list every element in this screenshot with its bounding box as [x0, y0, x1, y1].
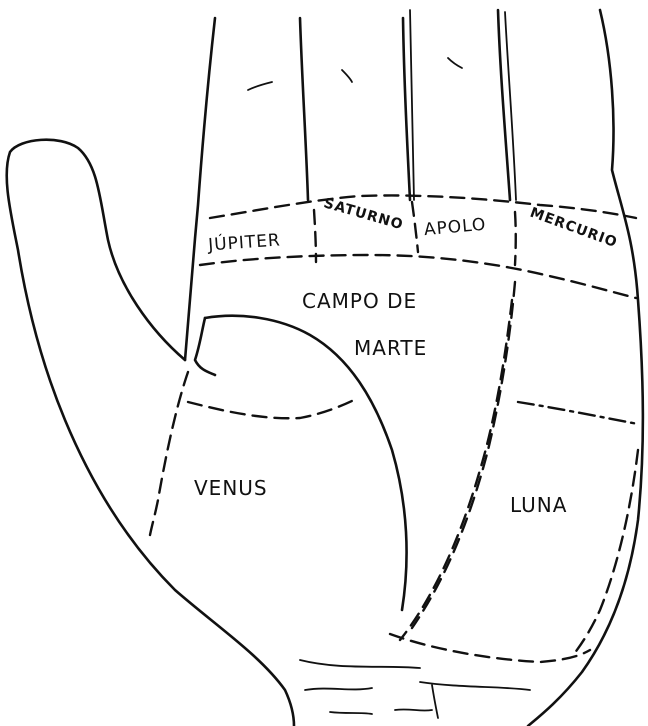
thumb-crease: [195, 318, 215, 375]
wrist-crease-4: [432, 685, 438, 718]
finger-mark-a: [248, 82, 272, 90]
mars-luna-divider: [412, 282, 515, 628]
luna-top-boundary: [518, 402, 638, 424]
venus-dashed-left: [150, 372, 188, 535]
index-finger-left: [185, 18, 215, 360]
finger-mark-c: [448, 58, 462, 68]
wrist-creases: [300, 660, 530, 718]
palm-right-edge: [528, 10, 643, 726]
ring-little-line-b: [505, 12, 516, 200]
thumb-outer-contour: [7, 140, 294, 726]
hand-outline: [7, 10, 643, 726]
wrist-crease-5: [395, 709, 432, 710]
luna-right-dashed: [574, 450, 638, 654]
wrist-crease-3: [420, 682, 530, 690]
label-marte: MARTE: [354, 336, 427, 360]
wrist-crease-6: [330, 712, 372, 714]
label-saturno: SATURNO: [322, 195, 405, 233]
mount-divider-saturno-apolo: [412, 202, 418, 252]
finger-mark-b: [342, 70, 352, 82]
venus-dashed-top: [188, 398, 358, 418]
region-labels: CAMPO DE MARTE VENUS LUNA: [194, 289, 567, 517]
mount-divider-jupiter-saturno: [314, 210, 316, 262]
index-middle-line: [300, 18, 308, 200]
wrist-crease-1: [300, 660, 420, 668]
label-jupiter: JÚPITER: [206, 228, 281, 255]
middle-ring-line-b: [410, 10, 414, 200]
mount-divider-apolo-mercurio: [515, 212, 516, 265]
mount-band-top: [210, 195, 636, 218]
ring-little-line-a: [498, 10, 510, 200]
label-luna: LUNA: [510, 493, 567, 517]
wrist-dashed-line: [390, 634, 590, 662]
middle-ring-line-a: [403, 18, 410, 200]
label-apolo: APOLO: [423, 215, 487, 240]
wrist-crease-2: [305, 688, 372, 690]
mount-band-bottom: [200, 255, 636, 298]
label-venus: VENUS: [194, 476, 268, 500]
label-campo-de: CAMPO DE: [302, 289, 417, 313]
